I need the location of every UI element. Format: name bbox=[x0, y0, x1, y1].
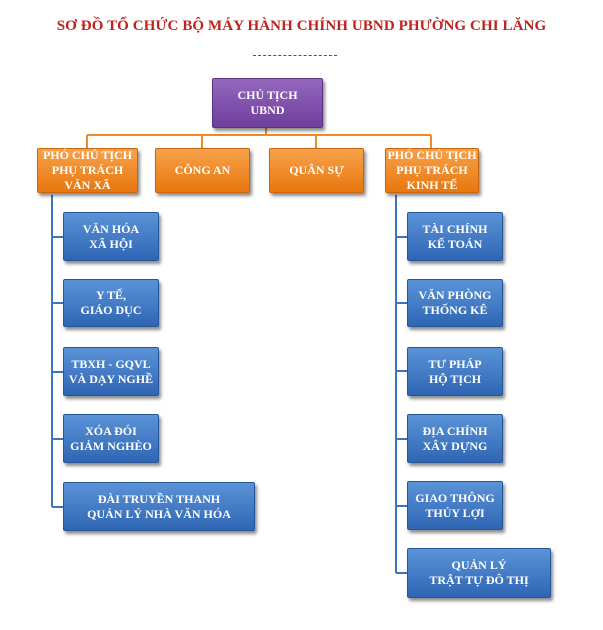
pho-chu-tich-van-xa-box: PHÓ CHỦ TỊCH PHỤ TRÁCH VĂN XÃ bbox=[37, 148, 138, 193]
tai-chinh-ke-toan-box: TÀI CHÍNH KẾ TOÁN bbox=[407, 212, 503, 261]
y-te-giao-duc-box: Y TẾ, GIÁO DỤC bbox=[63, 279, 159, 327]
pho-chu-tich-kinh-te-box: PHÓ CHỦ TỊCH PHỤ TRÁCH KINH TẾ bbox=[385, 148, 479, 193]
van-phong-thong-ke-box: VĂN PHÒNG THỐNG KÊ bbox=[407, 279, 503, 327]
dia-chinh-xay-dung-box: ĐỊA CHÍNH XÂY DỰNG bbox=[407, 414, 503, 463]
title-underline bbox=[253, 55, 337, 56]
chu-tich-ubnd-box: CHỦ TỊCH UBND bbox=[212, 78, 323, 128]
cong-an-box: CÔNG AN bbox=[155, 148, 250, 193]
giao-thong-thuy-loi-box: GIAO THÔNG THỦY LỢI bbox=[407, 481, 503, 530]
page-title: SƠ ĐỒ TỔ CHỨC BỘ MÁY HÀNH CHÍNH UBND PHƯ… bbox=[56, 18, 547, 34]
quan-ly-trat-tu-do-thi-box: QUẢN LÝ TRẬT TỰ ĐÔ THỊ bbox=[407, 548, 551, 598]
tbxh-gqvl-day-nghe-box: TBXH - GQVL VÀ DẠY NGHỀ bbox=[63, 347, 159, 396]
dai-truyen-thanh-box: ĐÀI TRUYỀN THANH QUẢN LÝ NHÀ VĂN HÓA bbox=[63, 482, 255, 531]
quan-su-box: QUÂN SỰ bbox=[269, 148, 364, 193]
tu-phap-ho-tich-box: TƯ PHÁP HỘ TỊCH bbox=[407, 347, 503, 396]
van-hoa-xa-hoi-box: VĂN HÓA XÃ HỘI bbox=[63, 212, 159, 261]
xoa-doi-giam-ngheo-box: XÓA ĐÓI GIẢM NGHÈO bbox=[63, 414, 159, 463]
